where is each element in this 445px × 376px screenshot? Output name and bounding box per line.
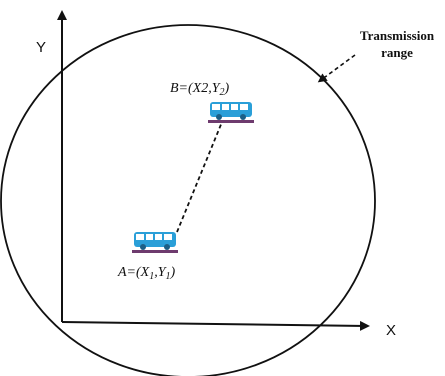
transmission-range-circle [0,24,376,376]
y-axis-label: Y [36,39,46,56]
transmission-range-label-line1: Transmission [360,28,435,43]
transmission-range-label-line2: range [381,45,413,60]
bus-icon-a [132,232,178,253]
bus-icon-b [208,102,254,123]
x-axis [61,320,370,331]
transmission-range-arrow [317,54,356,83]
x-axis-label: X [386,322,396,339]
link-a-b-dashed-line [176,121,223,233]
node-b-label: B=(X2,Y2) [170,81,230,98]
node-a-label: A=(X1,Y1) [117,265,176,282]
